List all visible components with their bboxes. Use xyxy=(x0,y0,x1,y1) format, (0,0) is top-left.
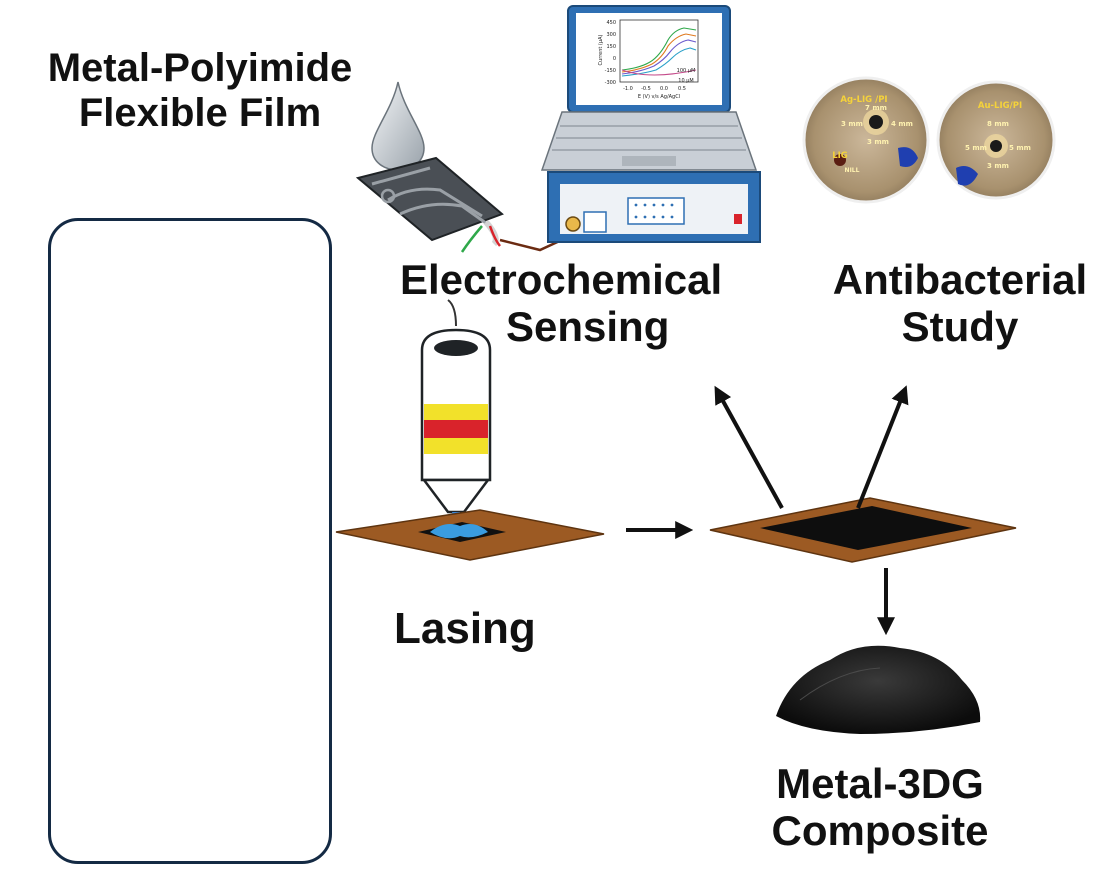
cv-ytick: -150 xyxy=(605,68,616,74)
antibacterial-label: Antibacterial Study xyxy=(802,256,1118,350)
petri-au-zone-left: 5 mm xyxy=(965,144,987,152)
petri-au-zone-bottom: 3 mm xyxy=(987,162,1009,170)
cv-plot xyxy=(619,19,699,83)
composite-label-line2: Composite xyxy=(771,807,989,855)
petri-ag-zone-top: 7 mm xyxy=(865,104,887,112)
cv-ytick: 300 xyxy=(606,32,616,38)
petri-ag-control-sub: NILL xyxy=(845,167,860,174)
cv-ylabel: Current (μA) xyxy=(598,35,604,66)
film-label-line2: Flexible Film xyxy=(78,90,322,135)
cv-xtick: -1.0 xyxy=(623,86,633,92)
cv-ytick: 150 xyxy=(606,44,616,50)
composite-label: Metal-3DG Composite xyxy=(720,760,1040,854)
sensing-label-line1: Electrochemical xyxy=(400,256,723,303)
cv-xlabel: E (V) v/s Ag/AgCl xyxy=(638,94,680,100)
cv-xtick: 0.0 xyxy=(660,86,668,92)
lasing-substrate xyxy=(335,509,605,561)
petri-au-zone-right: 5 mm xyxy=(1009,144,1031,152)
composite-label-line1: Metal-3DG xyxy=(776,760,984,807)
photo-panel xyxy=(48,218,332,864)
cv-xtick: -0.5 xyxy=(641,86,651,92)
composite-powder-icon xyxy=(776,645,981,734)
arrow-to-antibacterial xyxy=(856,385,909,509)
cv-legend-bottom: 10 μM xyxy=(678,78,693,84)
film-label: Metal-Polyimide Flexible Film xyxy=(4,46,396,136)
cv-ytick: -300 xyxy=(605,80,616,86)
potentiostat-icon xyxy=(547,171,761,243)
lasing-label: Lasing xyxy=(394,604,536,653)
petri-dish-au xyxy=(936,80,1056,200)
lasered-substrate xyxy=(709,497,1017,563)
petri-ag-control: LIG xyxy=(832,151,848,161)
petri-ag-title: Ag-LIG /PI xyxy=(840,95,887,105)
antibacterial-label-line2: Study xyxy=(901,303,1019,351)
arrow-to-sensing xyxy=(714,385,784,509)
cv-ytick: 450 xyxy=(606,20,616,26)
petri-ag-zone-left: 3 mm xyxy=(841,120,863,128)
laser-head-icon xyxy=(420,299,492,528)
sensing-label-line2: Sensing xyxy=(506,303,670,351)
cv-xtick: 0.5 xyxy=(678,86,686,92)
petri-ag-zone-right: 4 mm xyxy=(891,120,913,128)
cv-legend-top: 100 μM xyxy=(677,68,696,74)
cv-ytick: 0 xyxy=(613,56,616,62)
petri-au-zone-top: 8 mm xyxy=(987,120,1009,128)
petri-au-title: Au-LIG/PI xyxy=(978,101,1022,111)
film-label-line1: Metal-Polyimide xyxy=(47,46,353,90)
sensing-label: Electrochemical Sensing xyxy=(400,256,796,350)
antibacterial-label-line1: Antibacterial xyxy=(832,256,1088,303)
petri-ag-zone-bottom: 3 mm xyxy=(867,138,889,146)
petri-dish-ag xyxy=(802,76,930,204)
